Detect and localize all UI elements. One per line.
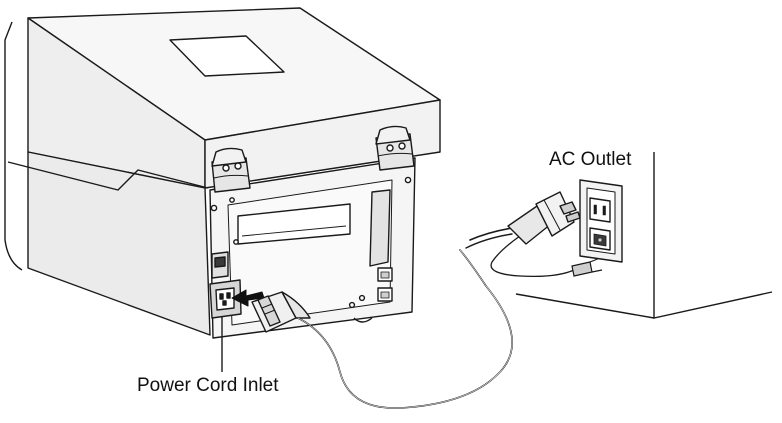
screw [233,239,239,245]
printer-lower-left-body [27,151,211,336]
screw [358,294,366,302]
printer-interface-card [369,189,391,267]
screw [404,176,412,184]
left-hinge [211,147,251,193]
outlet-socket-top [589,197,611,223]
printer-body-notch [7,161,209,191]
printer [4,7,441,339]
printer-lid-rear-face [204,99,441,189]
printer-top-slot [169,35,285,77]
printer-foot [353,317,373,323]
power-cord-plug [251,291,311,333]
power-cord-inlet-label: Power Cord Inlet [137,375,279,396]
power-cord-cable [297,227,575,409]
wall-plug [507,191,581,245]
screw [229,197,235,203]
printer-left-edge [4,21,23,271]
right-hinge [375,125,415,171]
wall [515,152,773,319]
ground-lug [571,257,603,277]
power-cord-inlet [209,279,242,319]
screw [210,204,218,212]
ac-outlet [579,179,623,263]
ac-outlet-label: AC Outlet [549,149,632,170]
screw [348,301,356,309]
power-switch [211,251,229,279]
